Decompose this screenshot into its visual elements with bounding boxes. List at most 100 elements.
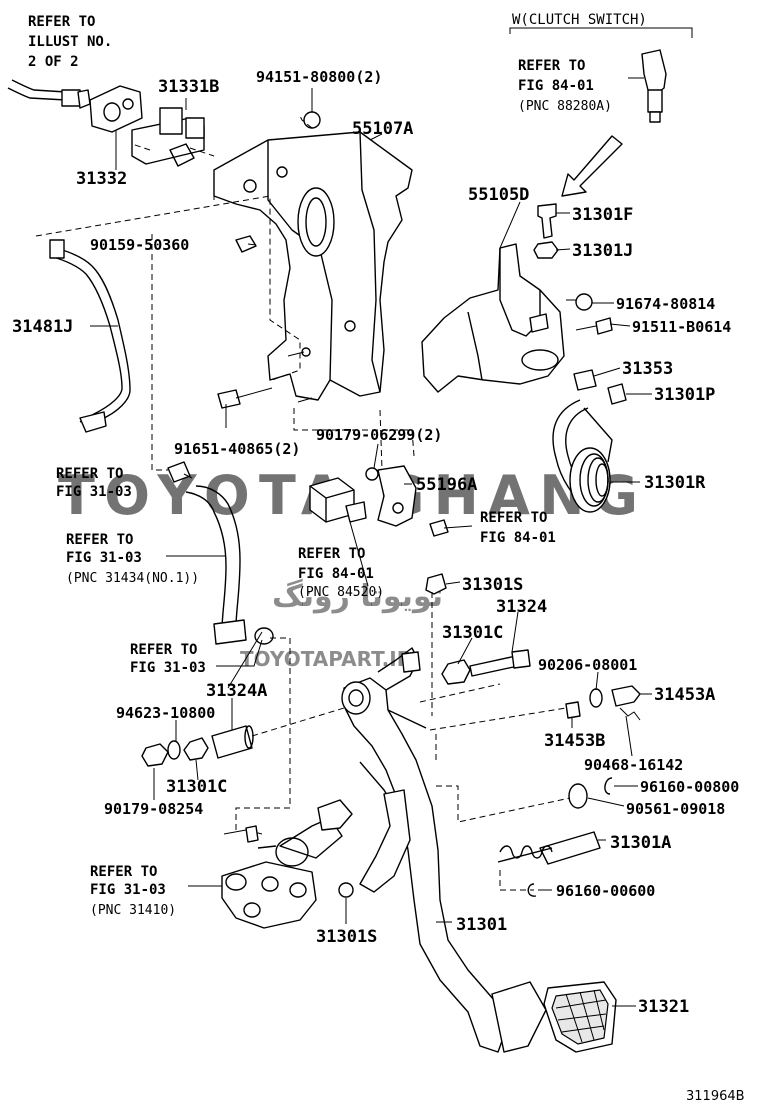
stopper-31301S-bottom	[338, 882, 354, 898]
label-55105D: 55105D	[468, 185, 529, 205]
clip-90468-16142	[619, 707, 641, 721]
ref-fig3103a-line1: REFER TO	[56, 466, 123, 482]
stopper-31301S-top	[425, 573, 447, 595]
label-91674-80814: 91674-80814	[616, 295, 715, 313]
ref-fig8401sw-line1: REFER TO	[298, 546, 365, 562]
bolt-90159-50360	[235, 235, 257, 253]
label-90179-06299: 90179-06299(2)	[316, 426, 442, 444]
nut-31301J	[533, 241, 559, 259]
clutch-hose	[185, 485, 274, 645]
bracket-31332	[89, 85, 143, 133]
bolt-91674-80814	[575, 293, 593, 311]
ref-illust-line3: 2 OF 2	[28, 54, 79, 70]
pedal-support-55107A	[213, 131, 413, 401]
label-31332: 31332	[76, 169, 127, 189]
clutch-pedal-31301	[341, 647, 547, 1053]
label-31301P: 31301P	[654, 385, 715, 405]
variant-label: W(CLUTCH SWITCH)	[512, 12, 647, 28]
label-90561-09018: 90561-09018	[626, 800, 725, 818]
clip-31301P	[607, 383, 627, 405]
watermark-persian: تویوتا رونگ	[272, 578, 443, 614]
ref-fig3103d-line2: FIG 31-03	[90, 882, 166, 898]
clip-refer-3103	[167, 461, 191, 483]
ref-fig8401sw-line2: FIG 84-01	[298, 566, 374, 582]
label-90159-50360: 90159-50360	[90, 236, 189, 254]
nut-31301C-top	[441, 659, 471, 685]
bolt-91651-40865	[217, 389, 241, 409]
clutch-switch-part	[641, 49, 667, 95]
label-31301S-top: 31301S	[462, 575, 523, 595]
label-31301: 31301	[456, 915, 507, 935]
switch-84520	[309, 477, 367, 523]
washer-94623-10800	[167, 740, 181, 760]
label-31324A: 31324A	[206, 681, 267, 701]
label-55107A: 55107A	[352, 119, 413, 139]
release-cylinder-31410	[221, 799, 354, 929]
assembly-lines	[35, 115, 571, 891]
watermark-url: TOYOTAPART.IR	[240, 647, 412, 671]
label-31324: 31324	[496, 597, 547, 617]
label-96160-00600: 96160-00600	[556, 882, 655, 900]
ref-fig8401-top-line1: REFER TO	[518, 58, 585, 74]
nut-90179-08254	[141, 743, 169, 767]
clutch-switch-box	[509, 27, 693, 123]
label-55196A: 55196A	[416, 475, 477, 495]
label-90206-08001: 90206-08001	[538, 656, 637, 674]
label-31301A: 31301A	[610, 833, 671, 853]
ref-fig8401mid-line1: REFER TO	[480, 510, 547, 526]
leader-lines	[90, 88, 652, 1007]
pin-31453A	[611, 685, 641, 707]
diagram-code: 311964B	[686, 1089, 745, 1104]
label-31453B: 31453B	[544, 731, 605, 751]
cushion-31353	[573, 369, 597, 391]
master-cylinder-31331B	[131, 107, 205, 167]
bushing-31324A	[211, 725, 253, 759]
ref-fig3103c-line1: REFER TO	[130, 642, 197, 658]
label-31301C-top: 31301C	[442, 623, 503, 643]
label-31481J: 31481J	[12, 317, 73, 337]
label-31331B: 31331B	[158, 77, 219, 97]
pipe-end-topleft	[7, 79, 91, 109]
washer-90206-08001	[589, 688, 603, 708]
ref-fig3103c-line2: FIG 31-03	[130, 660, 206, 676]
ref-fig3103d-line1: REFER TO	[90, 864, 157, 880]
ref-fig3103d-line3: (PNC 31410)	[90, 903, 176, 918]
label-31301R: 31301R	[644, 473, 706, 493]
label-31301F: 31301F	[572, 205, 633, 225]
label-94623-10800: 94623-10800	[116, 704, 215, 722]
label-91511-B0614: 91511-B0614	[632, 318, 731, 336]
bracket-55196A	[365, 465, 449, 537]
pedal-pad-31321	[543, 981, 617, 1053]
ref-fig3103b-line2: FIG 31-03	[66, 550, 142, 566]
nut-31301C-bottom	[183, 737, 209, 761]
bolt-31324	[469, 655, 519, 677]
label-31321: 31321	[638, 997, 689, 1017]
label-31353: 31353	[622, 359, 673, 379]
label-31301C-bottom: 31301C	[166, 777, 227, 797]
spring-31301A	[497, 777, 613, 897]
bolt-91511-B0614	[595, 317, 613, 335]
bushing-31453B	[565, 701, 581, 719]
label-31453A: 31453A	[654, 685, 715, 705]
label-90468-16142: 90468-16142	[584, 756, 683, 774]
label-90179-08254: 90179-08254	[104, 800, 203, 818]
ref-fig3103b-line1: REFER TO	[66, 532, 133, 548]
arrow-indicator	[561, 135, 623, 197]
label-94151-80800: 94151-80800(2)	[256, 68, 382, 86]
label-96160-00800: 96160-00800	[640, 778, 739, 796]
ref-fig3103b-line3: (PNC 31434(NO.1))	[66, 571, 199, 586]
label-91651-40865: 91651-40865(2)	[174, 440, 300, 458]
ref-illust-line1: REFER TO	[28, 14, 95, 30]
bolt-94151-80800	[303, 111, 321, 129]
bracket-55105D	[421, 243, 565, 393]
ref-fig8401-top-line3: (PNC 88280A)	[518, 99, 612, 114]
ref-fig8401mid-line2: FIG 84-01	[480, 530, 556, 546]
spring-31301R	[552, 399, 613, 513]
ref-fig8401sw-line3: (PNC 84520)	[298, 585, 384, 600]
ref-illust-line2: ILLUST NO.	[28, 34, 112, 50]
bolt-31301F	[537, 203, 557, 239]
ref-fig3103a-line2: FIG 31-03	[56, 484, 132, 500]
label-31301J: 31301J	[572, 241, 633, 261]
label-31301S-bottom: 31301S	[316, 927, 377, 947]
